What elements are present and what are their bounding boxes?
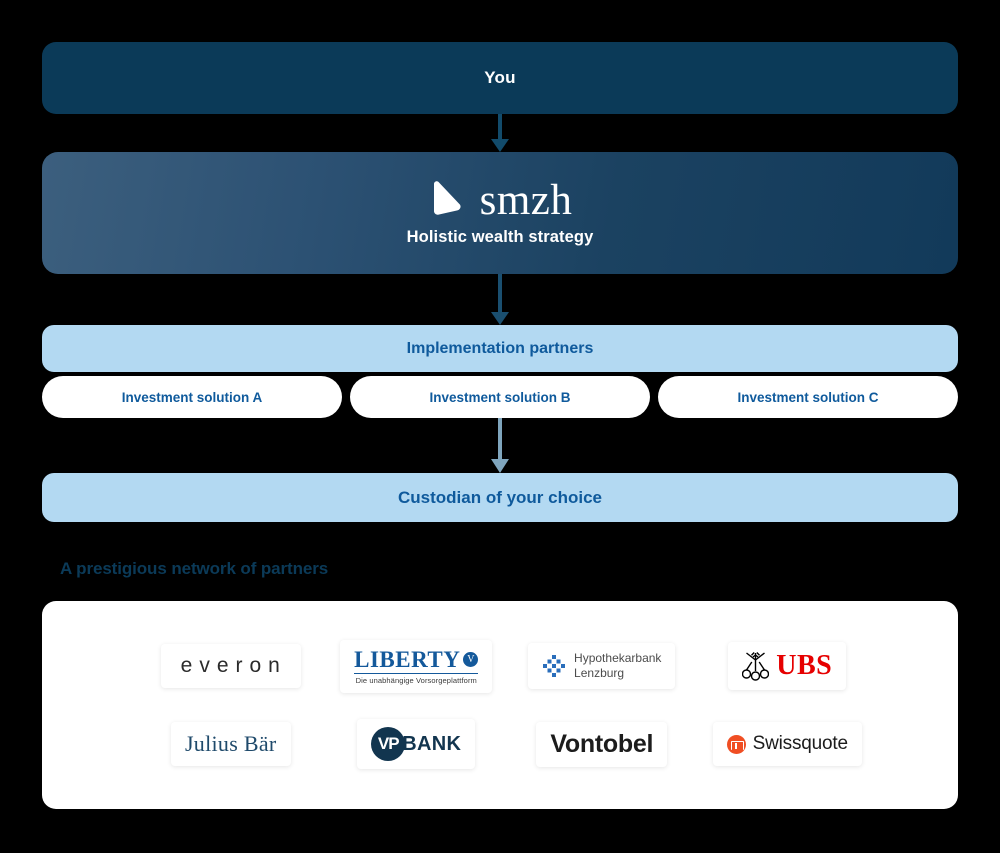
partners-logo-card: everon LIBERTY V Die unabhängige Vorsorg… bbox=[42, 601, 958, 809]
investment-solution-b[interactable]: Investment solution B bbox=[350, 376, 650, 418]
arrow-head bbox=[491, 459, 509, 473]
partners-section-heading: A prestigious network of partners bbox=[60, 559, 329, 578]
partner-logo-vp-bank[interactable]: VP BANK bbox=[357, 719, 476, 769]
smzh-droplet-mark-icon bbox=[428, 180, 462, 221]
partner-logo-swissquote[interactable]: Swissquote bbox=[712, 722, 862, 766]
partner-logo-vontobel[interactable]: Vontobel bbox=[536, 721, 668, 767]
arrow-shaft bbox=[498, 274, 502, 312]
vp-bank-lockup: VP BANK bbox=[371, 727, 461, 761]
liberty-badge-icon: V bbox=[463, 651, 479, 667]
liberty-tagline: Die unabhängige Vorsorgeplattform bbox=[355, 676, 477, 685]
hypothekarbank-lockup: Hypothekarbank Lenzburg bbox=[542, 651, 661, 681]
partner-logo-liberty[interactable]: LIBERTY V Die unabhängige Vorsorgeplattf… bbox=[340, 639, 493, 693]
liberty-lockup: LIBERTY V Die unabhängige Vorsorgeplattf… bbox=[354, 646, 479, 685]
investment-solutions-row: Investment solution A Investment solutio… bbox=[42, 376, 958, 418]
ubs-lockup: UBS bbox=[742, 650, 832, 682]
vp-bank-circle-icon: VP bbox=[371, 727, 406, 761]
arrow-shaft bbox=[498, 114, 502, 139]
partner-logo-hypothekarbank-lenzburg[interactable]: Hypothekarbank Lenzburg bbox=[528, 643, 676, 689]
liberty-wordmark: LIBERTY bbox=[354, 646, 461, 672]
partner-logo-julius-baer[interactable]: Julius Bär bbox=[170, 722, 291, 766]
liberty-top-row: LIBERTY V bbox=[354, 646, 479, 672]
hypothekarbank-line-1: Hypothekarbank bbox=[574, 651, 662, 665]
custodian-label: Custodian of your choice bbox=[397, 487, 603, 507]
flow-node-you: You bbox=[42, 42, 958, 114]
hypothekarbank-line-2: Lenzburg bbox=[574, 666, 625, 680]
partner-logo-ubs[interactable]: UBS bbox=[728, 642, 847, 690]
investment-solution-c[interactable]: Investment solution C bbox=[658, 376, 958, 418]
investment-solution-a[interactable]: Investment solution A bbox=[42, 376, 342, 418]
arrow-solutions-to-custodian-icon bbox=[491, 418, 509, 473]
implementation-partners-label: Implementation partners bbox=[406, 339, 594, 357]
julius-baer-wordmark: Julius Bär bbox=[184, 731, 277, 756]
hypothekarbank-wordmark: Hypothekarbank Lenzburg bbox=[574, 651, 661, 681]
flow-node-smzh: smzh Holistic wealth strategy bbox=[42, 152, 958, 274]
ubs-three-keys-icon bbox=[742, 651, 770, 681]
everon-wordmark: everon bbox=[180, 654, 287, 677]
arrow-you-to-smzh-icon bbox=[491, 114, 509, 152]
partner-logo-everon[interactable]: everon bbox=[160, 644, 301, 688]
hypothekarbank-diamond-icon bbox=[542, 654, 566, 678]
flow-node-you-label: You bbox=[484, 68, 516, 87]
ubs-wordmark: UBS bbox=[776, 650, 833, 681]
liberty-divider bbox=[354, 672, 479, 674]
smzh-wordmark: smzh bbox=[479, 177, 573, 224]
flow-node-implementation-partners: Implementation partners bbox=[42, 325, 958, 372]
arrow-shaft bbox=[498, 418, 502, 459]
vontobel-wordmark: Vontobel bbox=[550, 729, 654, 758]
arrow-head bbox=[491, 139, 509, 152]
swissquote-lockup: Swissquote bbox=[726, 733, 848, 755]
vp-bank-wordmark: BANK bbox=[402, 732, 462, 755]
smzh-tagline: Holistic wealth strategy bbox=[406, 228, 594, 246]
smzh-logo-lockup: smzh bbox=[428, 179, 573, 222]
swissquote-circle-icon bbox=[726, 734, 746, 754]
investment-solution-c-label: Investment solution C bbox=[737, 389, 879, 405]
swissquote-wordmark: Swissquote bbox=[752, 733, 848, 754]
arrow-smzh-to-implementation-icon bbox=[491, 274, 509, 325]
investment-solution-a-label: Investment solution A bbox=[121, 389, 263, 405]
flow-node-custodian: Custodian of your choice bbox=[42, 473, 958, 522]
arrow-head bbox=[491, 312, 509, 325]
investment-solution-b-label: Investment solution B bbox=[429, 389, 571, 405]
partners-logo-grid: everon LIBERTY V Die unabhängige Vorsorg… bbox=[42, 601, 958, 809]
